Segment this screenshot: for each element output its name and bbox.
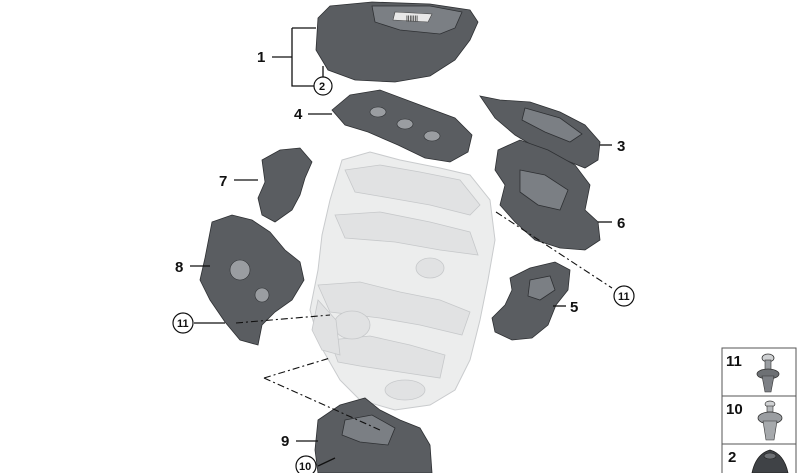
push-rivet-icon bbox=[756, 353, 780, 393]
legend-label-2: 2 bbox=[728, 449, 736, 466]
callout-9: 9 bbox=[281, 433, 289, 450]
callout-circle-11-left bbox=[172, 312, 194, 334]
rubber-grommet-icon bbox=[751, 449, 789, 473]
small-shield bbox=[257, 147, 313, 223]
legend-label-11: 11 bbox=[726, 353, 742, 370]
legend-label-10: 10 bbox=[726, 401, 743, 418]
callout-7: 7 bbox=[219, 173, 227, 190]
callout-11-left: 11 bbox=[177, 318, 189, 330]
exhaust-shield bbox=[479, 95, 601, 169]
callout-circle-2 bbox=[313, 76, 333, 96]
assembly-lines bbox=[235, 211, 613, 431]
timing-shield bbox=[199, 214, 305, 346]
callout-11-right: 11 bbox=[618, 291, 630, 303]
callout-3: 3 bbox=[617, 138, 625, 155]
callout-circle-11-right bbox=[613, 285, 635, 307]
callout-6: 6 bbox=[617, 215, 625, 232]
lower-shield bbox=[314, 397, 433, 473]
callout-4: 4 bbox=[294, 106, 303, 123]
callout-circle-10 bbox=[295, 455, 317, 473]
side-shield bbox=[494, 139, 601, 251]
callouts: 1 2 3 4 5 6 7 8 9 10 11 11 bbox=[172, 49, 635, 473]
expanding-rivet-icon bbox=[757, 400, 783, 441]
engine-cover: ||||||| bbox=[315, 1, 479, 83]
callout-8: 8 bbox=[175, 259, 183, 276]
bracket-shield bbox=[491, 261, 571, 341]
leader-lines bbox=[190, 27, 612, 467]
callout-1: 1 bbox=[257, 49, 265, 66]
callout-2: 2 bbox=[319, 81, 325, 93]
fastener-legend: 11 10 2 bbox=[721, 347, 797, 473]
intake-cover bbox=[331, 89, 473, 163]
engine-block bbox=[309, 151, 496, 411]
cover-logo-mark: ||||||| bbox=[406, 16, 418, 22]
callout-5: 5 bbox=[570, 299, 578, 316]
callout-10: 10 bbox=[299, 461, 311, 473]
